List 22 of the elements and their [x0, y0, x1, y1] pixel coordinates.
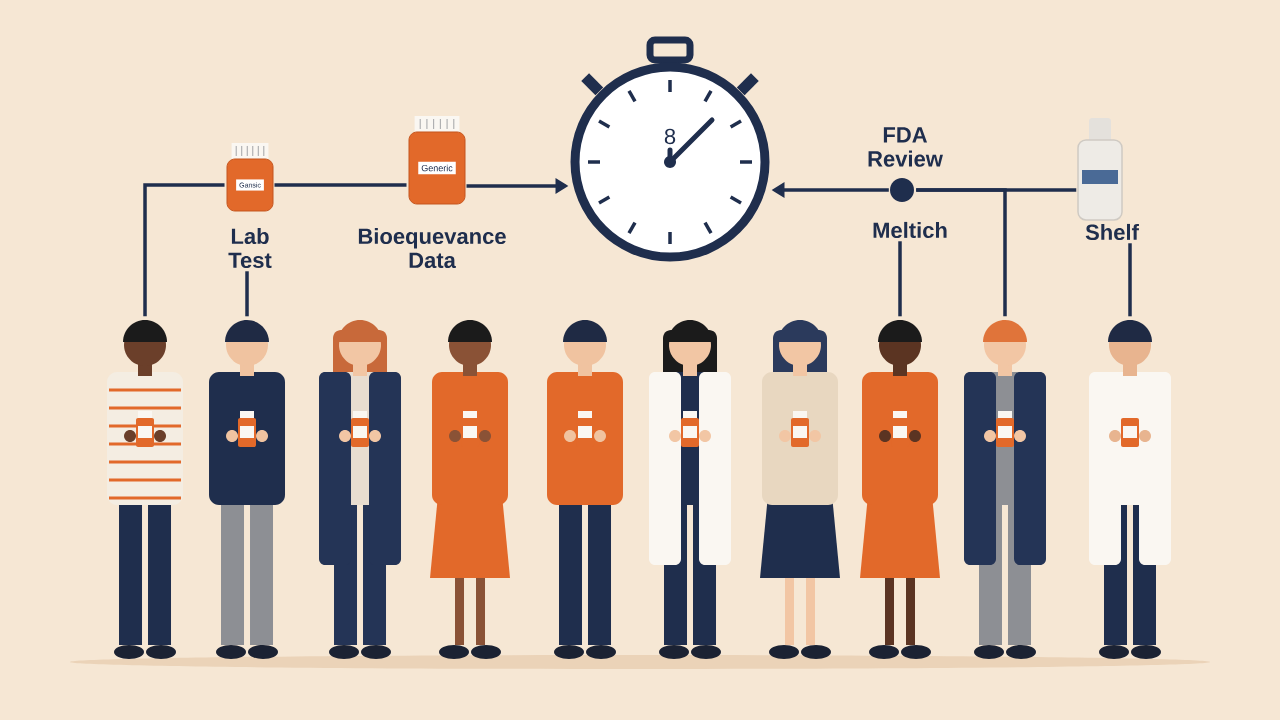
- connector-line: [143, 183, 225, 317]
- person-drawing: [430, 320, 510, 659]
- node-label: Meltich: [873, 221, 947, 239]
- node-label: FDA Review: [868, 127, 943, 167]
- person-drawing: [1089, 320, 1171, 659]
- node-label: Lab Test: [228, 227, 272, 269]
- node-label: Shelf: [1085, 223, 1139, 241]
- connector-line: [1128, 243, 1132, 317]
- connector-line: [898, 241, 902, 317]
- person-drawing: [964, 320, 1046, 659]
- person-drawing: [649, 320, 731, 659]
- node-label: Bioequevance Data: [358, 227, 506, 269]
- stopwatch-drawing: 8: [570, 36, 770, 262]
- connector-line: [245, 271, 249, 317]
- person-drawing: [107, 320, 183, 659]
- person-drawing: [760, 320, 840, 659]
- person-drawing: [319, 320, 401, 659]
- person-drawing: [860, 320, 940, 659]
- connector-line: [274, 183, 407, 187]
- person-drawing: [209, 320, 285, 659]
- connector-line: [916, 188, 1007, 317]
- person-drawing: [547, 320, 623, 659]
